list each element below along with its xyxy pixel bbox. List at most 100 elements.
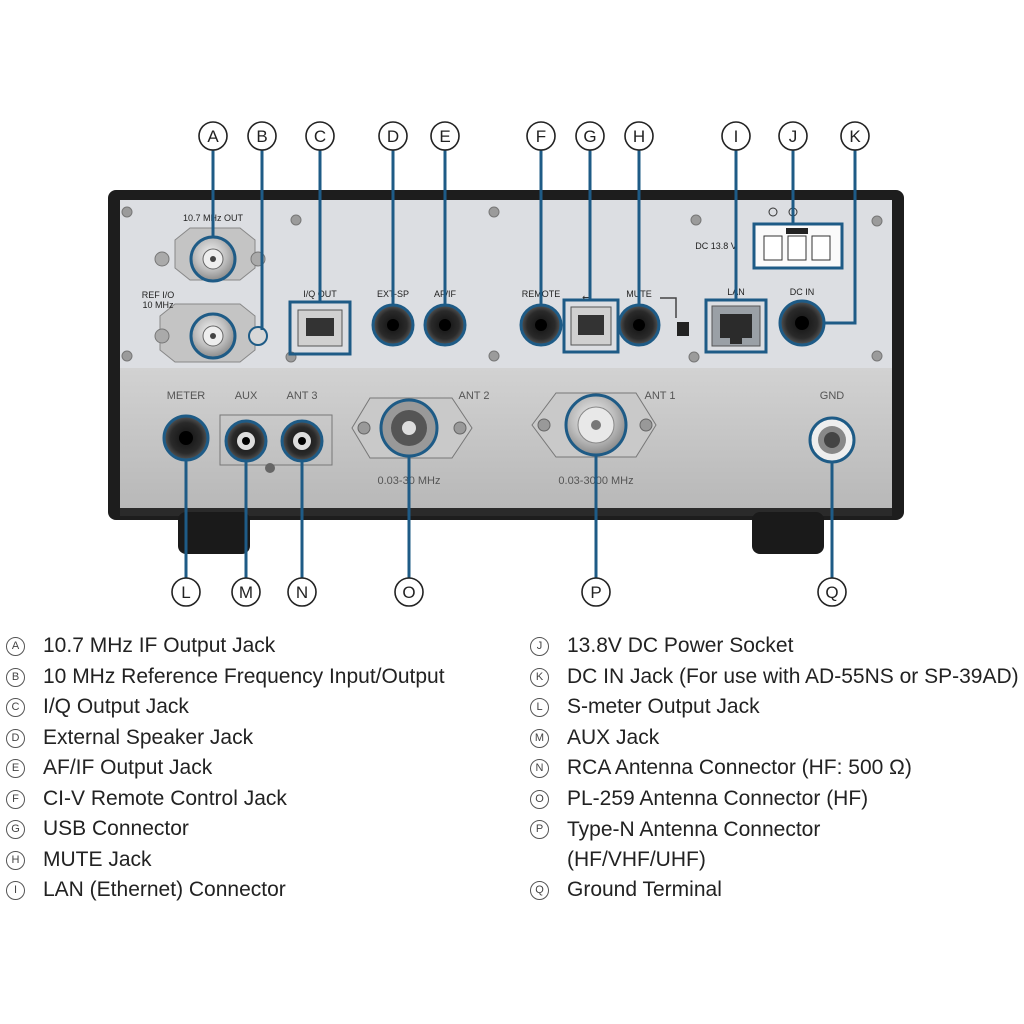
left-foot — [178, 512, 250, 554]
bnc-if-out-connector — [154, 227, 266, 283]
callout-f: F — [526, 121, 556, 151]
panel-label-ref-io: REF I/O — [142, 290, 175, 300]
legend-item-g: G USB Connector — [6, 815, 506, 846]
callout-m: M — [231, 577, 261, 607]
legend-item-c: C I/Q Output Jack — [6, 693, 506, 724]
legend-item-b: B 10 MHz Reference Frequency Input/Output — [6, 663, 506, 694]
legend-text: MUTE Jack — [43, 847, 152, 871]
callout-letter: G — [583, 127, 596, 146]
callout-letter: E — [439, 127, 450, 146]
ground-terminal — [808, 416, 856, 464]
legend-text: AUX Jack — [567, 725, 660, 749]
callout-letter: I — [734, 127, 739, 146]
aux-jack — [224, 419, 268, 463]
callout-b: B — [247, 121, 277, 151]
legend-letter-badge: M — [530, 728, 549, 748]
legend-item-j: J 13.8V DC Power Socket — [530, 632, 1020, 663]
callout-e: E — [430, 121, 460, 151]
callout-i: I — [721, 121, 751, 151]
dc-power-socket — [752, 207, 844, 270]
legend-letter-badge: P — [530, 820, 549, 839]
legend-item-k: K DC IN Jack (For use with AD-55NS or SP-… — [530, 663, 1020, 694]
legend-letter-badge: K — [530, 667, 549, 687]
rear-panel-diagram: ⭠ 10.7 MHz OUT REF I/O 10 MHz I/Q OUT EX… — [108, 121, 904, 607]
legend-item-h: H MUTE Jack — [6, 846, 506, 877]
ext-sp-jack — [371, 303, 415, 347]
rca-ant3-jack — [280, 419, 324, 463]
callout-k: K — [840, 121, 870, 151]
panel-label-aux: AUX — [235, 390, 258, 402]
legend-text: PL-259 Antenna Connector (HF) — [567, 786, 869, 810]
iq-out-usb-connector — [288, 300, 352, 356]
panel-label-ref-10mhz: 10 MHz — [142, 300, 174, 310]
panel-label-gnd: GND — [820, 390, 845, 402]
panel-label-ant2: ANT 2 — [459, 390, 490, 402]
legend-letter-badge: D — [6, 728, 25, 748]
legend-text: USB Connector — [43, 817, 189, 840]
callout-letter: L — [181, 583, 190, 602]
legend-text: 10 MHz Reference Frequency Input/Output — [43, 664, 445, 688]
callout-letter: M — [239, 583, 253, 602]
callout-letter: D — [387, 127, 399, 146]
callout-c: C — [305, 121, 335, 151]
mute-jack — [617, 297, 689, 347]
legend-letter-badge: L — [530, 698, 549, 717]
panel-label-dc-in: DC IN — [790, 287, 815, 297]
callout-n: N — [287, 577, 317, 607]
legend-text: DC IN Jack (For use with AD-55NS or SP-3… — [567, 664, 1019, 688]
legend-letter-badge: B — [6, 667, 25, 687]
legend-letter-badge: G — [6, 820, 25, 839]
callout-letter: N — [296, 583, 308, 602]
legend-item-p: P Type-N Antenna Connector (HF/VHF/UHF) — [530, 815, 1020, 876]
legend-text: 13.8V DC Power Socket — [567, 634, 794, 657]
callout-d: D — [378, 121, 408, 151]
legend-letter-badge: H — [6, 850, 25, 870]
callout-letter: Q — [825, 583, 838, 602]
panel-label-dc-13-8: DC 13.8 V — [695, 241, 737, 251]
callout-o: O — [394, 577, 424, 607]
callout-letter: O — [402, 583, 415, 602]
callout-p: P — [581, 577, 611, 607]
right-foot — [752, 512, 824, 554]
legend-letter-badge: N — [530, 759, 549, 778]
legend-letter-badge: C — [6, 698, 25, 717]
legend-text: I/Q Output Jack — [43, 695, 189, 718]
callout-j: J — [778, 121, 808, 151]
panel-label-ant3: ANT 3 — [287, 390, 318, 402]
legend-text: Ground Terminal — [567, 878, 722, 901]
aux-plate-screw — [265, 463, 275, 473]
legend-text: Type-N Antenna Connector (HF/VHF/UHF) — [567, 818, 821, 871]
legend-letter-badge: J — [530, 637, 549, 656]
legend-letter-badge: I — [6, 881, 25, 900]
legend-text: 10.7 MHz IF Output Jack — [43, 634, 276, 657]
aux-plate — [219, 414, 333, 466]
bnc-ref-io-connector — [154, 303, 268, 363]
callout-letter: C — [314, 127, 326, 146]
legend-text: External Speaker Jack — [43, 725, 254, 749]
legend-text: LAN (Ethernet) Connector — [43, 878, 286, 901]
legend-letter-badge: E — [6, 759, 25, 778]
meter-jack — [162, 414, 210, 462]
legend-item-d: D External Speaker Jack — [6, 724, 506, 755]
callout-letter: K — [849, 127, 861, 146]
legend-text: CI-V Remote Control Jack — [43, 786, 287, 810]
panel-label-ant1: ANT 1 — [645, 390, 676, 402]
af-if-jack — [423, 303, 467, 347]
legend-letter-badge: Q — [530, 881, 549, 900]
usb-connector: ⭠ — [562, 292, 620, 354]
lan-connector — [704, 298, 768, 354]
svg-text:⭠: ⭠ — [582, 292, 590, 303]
callout-letter: B — [256, 127, 267, 146]
callout-letter: J — [789, 127, 798, 146]
legend-item-m: M AUX Jack — [530, 724, 1020, 755]
panel-label-meter: METER — [167, 390, 206, 402]
